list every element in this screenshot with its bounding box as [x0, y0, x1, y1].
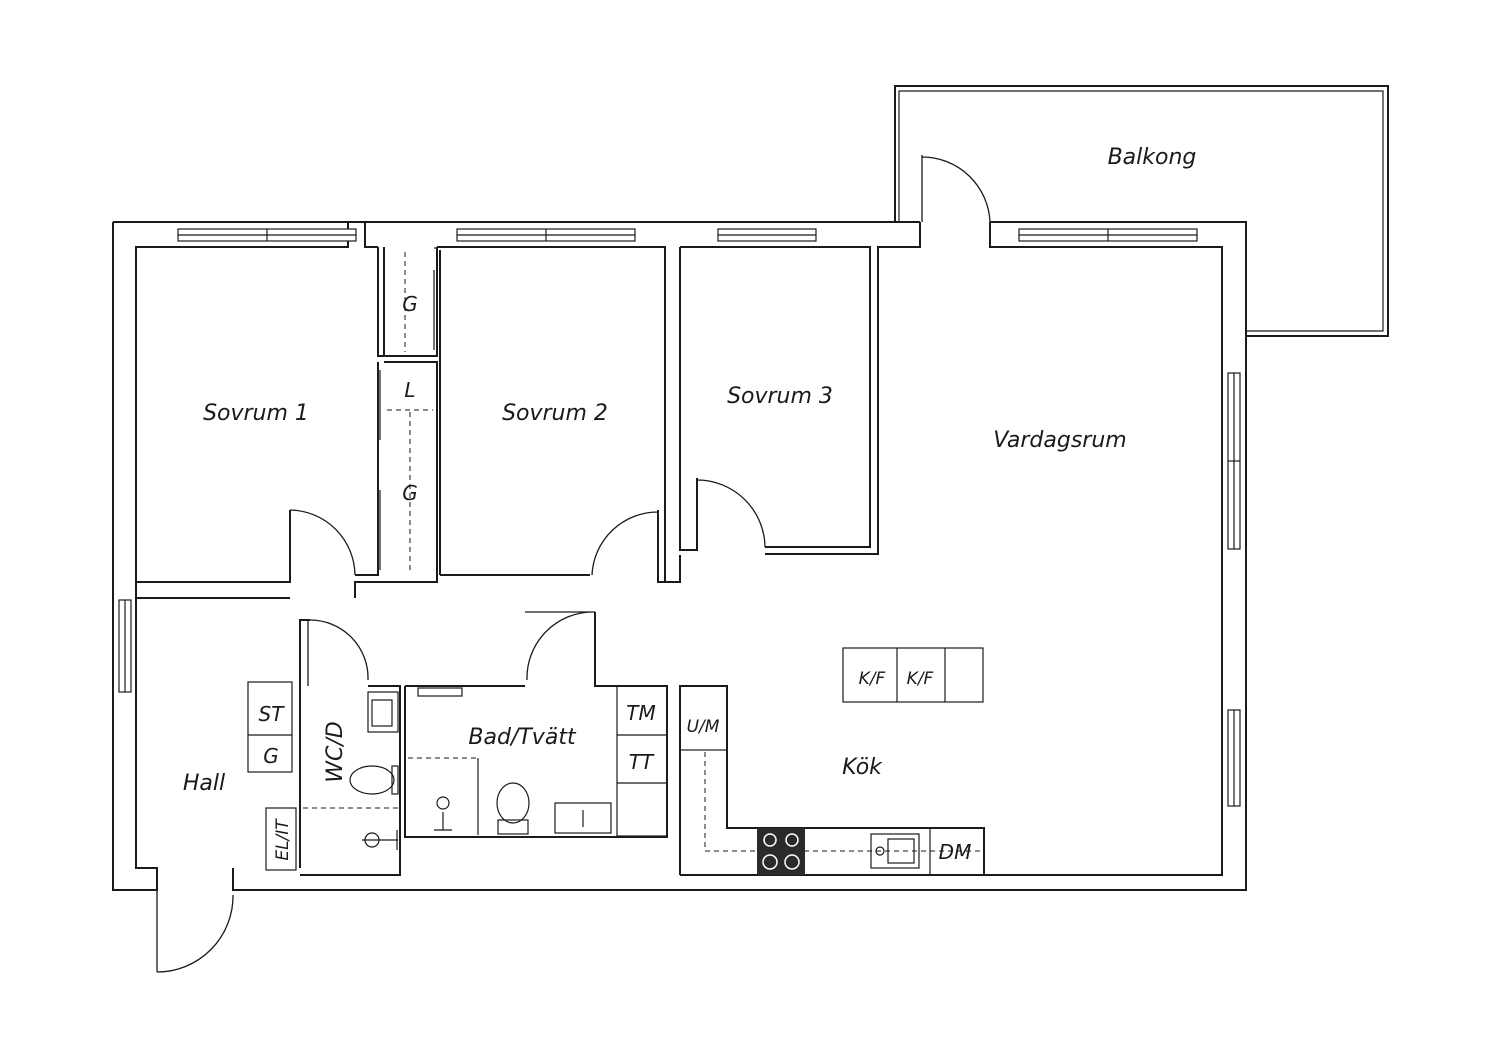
room-label-vardagsrum: Vardagsrum — [993, 428, 1126, 453]
label-st: ST — [259, 702, 286, 726]
bath-fixtures — [408, 685, 668, 837]
label-dm: DM — [939, 840, 972, 864]
sink-icon — [554, 802, 612, 834]
kitchen-fixtures — [679, 647, 984, 875]
room-label-sovrum-1: Sovrum 1 — [203, 401, 309, 426]
wc-fixtures — [349, 691, 399, 850]
hall-storage — [247, 681, 398, 871]
label-tt: TT — [629, 750, 655, 774]
label-kf-2: K/F — [907, 669, 934, 689]
toilet-icon — [349, 765, 395, 795]
label-closet-g-top: G — [402, 292, 418, 316]
sink-icon — [367, 691, 399, 733]
outer-walls — [112, 221, 1247, 891]
kitchen-sink-icon — [870, 833, 920, 869]
doors — [156, 155, 991, 973]
label-closet-g-hall: G — [263, 744, 279, 768]
room-label-bad-tvatt: Bad/Tvätt — [468, 725, 577, 750]
stove-icon — [757, 828, 805, 875]
room-label-wc-d: WC/D — [323, 721, 348, 782]
room-label-kok: Kök — [842, 755, 883, 780]
balcony — [894, 85, 1389, 337]
toilet-icon — [496, 782, 530, 824]
room-label-balkong: Balkong — [1108, 145, 1197, 170]
interior-walls — [136, 246, 985, 876]
label-closet-g-mid: G — [402, 481, 418, 505]
label-linen-l: L — [404, 378, 415, 402]
label-kf-1: K/F — [859, 669, 886, 689]
room-labels: Balkong Sovrum 1 Sovrum 2 Sovrum 3 Varda… — [183, 145, 1197, 796]
label-el-it: EL/IT — [273, 818, 293, 861]
fixture-labels: G L G ST G EL/IT TM TT U/M K/F K/F DM — [259, 292, 972, 864]
closet-details — [379, 247, 438, 572]
label-u-m: U/M — [687, 717, 720, 737]
fridge-freezer-unit — [842, 647, 984, 703]
label-tm: TM — [626, 701, 655, 725]
room-label-sovrum-3: Sovrum 3 — [727, 384, 833, 409]
room-label-hall: Hall — [183, 771, 225, 796]
windows — [118, 228, 1241, 807]
shower-icon — [436, 796, 450, 810]
room-label-sovrum-2: Sovrum 2 — [502, 401, 608, 426]
